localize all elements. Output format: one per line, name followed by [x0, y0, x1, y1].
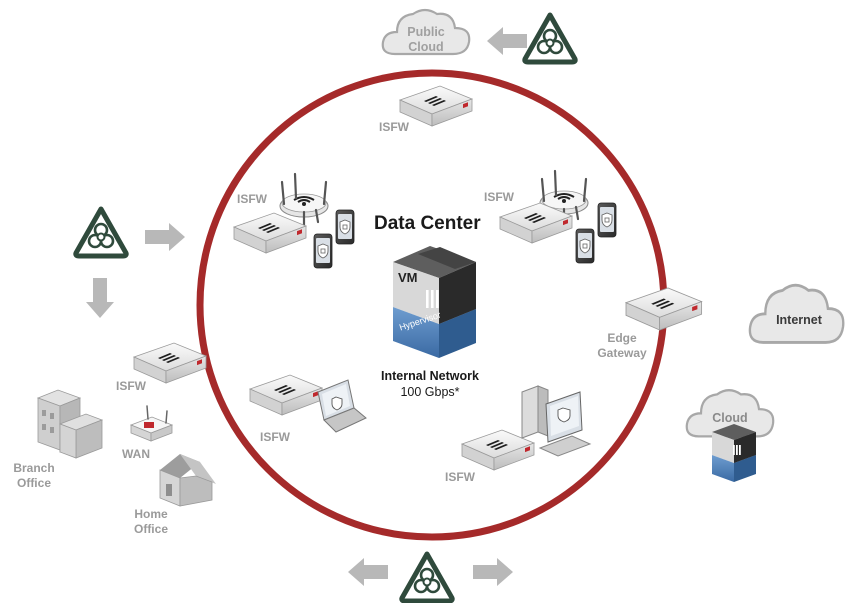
edge-gateway-line-1: Edge [607, 331, 637, 345]
internal-network-label: Internal Network [381, 369, 479, 383]
cloud-label: Cloud [712, 411, 748, 425]
edge-gateway-line-2: Gateway [597, 346, 647, 360]
cloud-vm-stack-icon [712, 424, 756, 482]
wan-router-icon [129, 405, 174, 442]
home-office-line-1: Home [134, 507, 168, 521]
arrow-bottom-right-icon [473, 558, 513, 586]
left-phone-icon-2 [313, 233, 333, 269]
top-threat-hazard-icon [525, 15, 575, 62]
network-speed-label: 100 Gbps* [400, 385, 460, 399]
isfw-label-top: ISFW [379, 120, 409, 134]
home-office-line-2: Office [133, 522, 168, 536]
home-office-house-icon [159, 454, 216, 507]
home-office-label: Home Office [128, 507, 174, 537]
public-cloud-label: Public Cloud [398, 25, 454, 55]
left-phone-icon-1 [335, 209, 355, 245]
edge-gateway-label: Edge Gateway [592, 331, 652, 361]
wan-label: WAN [122, 447, 150, 461]
public-cloud-line-1: Public [407, 25, 445, 39]
left-threat-hazard-icon [76, 209, 126, 256]
arrow-down-to-branch-icon [86, 278, 114, 318]
vm-hypervisor-stack [393, 246, 476, 358]
public-cloud-line-2: Cloud [408, 40, 444, 54]
right-phone-icon-1 [597, 202, 617, 238]
isfw-label-left: ISFW [237, 192, 267, 206]
isfw-label-branch: ISFW [116, 379, 146, 393]
arrow-to-public-cloud-icon [487, 27, 527, 55]
right-phone-icon-2 [575, 228, 595, 264]
isfw-branch-appliance [133, 342, 207, 384]
bottom-threat-hazard-icon [402, 554, 452, 601]
desktop-computer-icon [521, 385, 592, 457]
isfw-label-bottom-left: ISFW [260, 430, 290, 444]
isfw-label-bottom-right: ISFW [445, 470, 475, 484]
branch-office-building-icon [36, 389, 104, 459]
arrow-bottom-left-icon [348, 558, 388, 586]
arrow-into-datacenter-icon [145, 223, 185, 251]
isfw-label-right: ISFW [484, 190, 514, 204]
data-center-title: Data Center [374, 213, 481, 234]
laptop-icon [317, 379, 367, 433]
internet-label: Internet [776, 313, 822, 327]
branch-office-line-2: Office [16, 476, 51, 490]
vm-label: VM [398, 270, 418, 285]
branch-office-label: Branch Office [10, 461, 58, 491]
branch-office-line-1: Branch [13, 461, 55, 475]
